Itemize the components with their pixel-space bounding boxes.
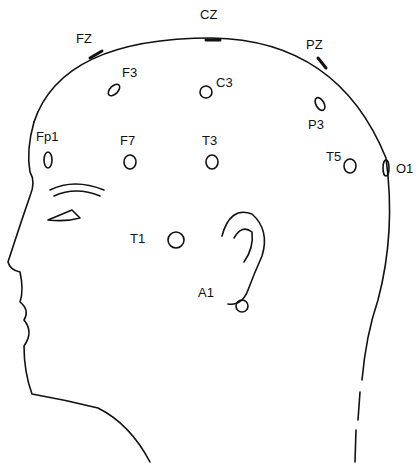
- neck-back: [355, 430, 356, 462]
- electrode-label: F3: [122, 66, 137, 79]
- eyebrow: [50, 184, 104, 190]
- electrode-label: C3: [216, 76, 233, 89]
- electrode-label: T1: [130, 232, 145, 245]
- electrode-label: Fp1: [36, 130, 58, 143]
- ear-inner: [234, 229, 252, 262]
- electrode: [206, 155, 218, 169]
- electrode: [344, 159, 356, 173]
- electrode-label: A1: [198, 286, 214, 299]
- electrode-label: CZ: [200, 8, 217, 21]
- eyebrow: [54, 191, 100, 196]
- midline-mark: [318, 58, 326, 68]
- electrode: [200, 86, 212, 98]
- electrode: [106, 82, 122, 98]
- electrode-label: FZ: [76, 32, 92, 45]
- electrode: [383, 160, 389, 176]
- neck-back: [358, 392, 360, 420]
- electrode-label: P3: [308, 118, 324, 131]
- electrode: [168, 232, 184, 248]
- electrode: [44, 152, 52, 168]
- skull-outline: [34, 38, 390, 380]
- electrode-label: O1: [396, 162, 413, 175]
- electrode-label: T5: [326, 150, 341, 163]
- midline-mark: [90, 51, 102, 58]
- electrode: [313, 96, 327, 112]
- electrode: [124, 155, 136, 169]
- eye: [48, 210, 80, 221]
- electrode-label: T3: [202, 134, 217, 147]
- ear: [222, 212, 264, 304]
- midline-mark: [206, 39, 220, 42]
- face-profile: [8, 122, 150, 462]
- electrode-label: PZ: [306, 38, 323, 51]
- electrode-label: F7: [120, 134, 135, 147]
- electrode: [236, 300, 248, 312]
